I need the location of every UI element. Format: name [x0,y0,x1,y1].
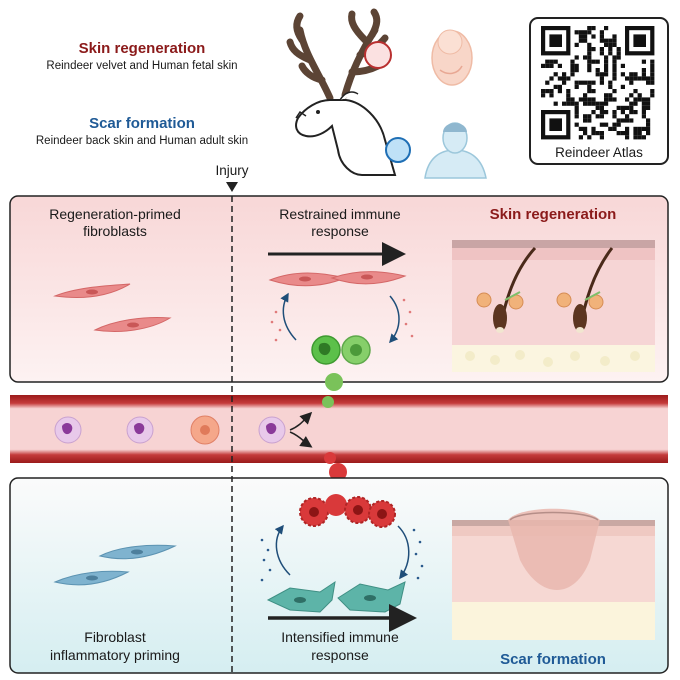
fibroblast-icon [268,271,407,287]
qr-label: Reindeer Atlas [555,145,643,160]
cycle-arrow-right [397,525,410,580]
regen-title: Skin regeneration [79,40,206,57]
fibroblast-icon [53,283,172,332]
scar-title: Scar formation [89,115,195,132]
header: Skin regeneration Reindeer velvet and Hu… [36,40,248,147]
hair-follicle-icon [556,247,614,333]
reindeer-icon [286,8,411,176]
top-mid-label-2: response [311,223,369,239]
scar-subtitle: Reindeer back skin and Human adult skin [36,135,248,147]
top-left-label-1: Regeneration-primed [49,206,181,222]
cycle-arrow-left [280,292,297,341]
leukocyte-icon [54,415,286,445]
injury-label: Injury [215,163,248,178]
fibroblast-icon [266,580,406,613]
regen-subtitle: Reindeer velvet and Human fetal skin [46,60,237,72]
bottom-outcome-label: Scar formation [500,651,606,668]
top-left-label-2: fibroblasts [83,223,147,239]
top-outcome-label: Skin regeneration [490,206,617,223]
adult-human-icon [424,122,487,179]
cycle-arrow-right [389,295,400,344]
bottom-mid-label-2: response [311,647,369,663]
immune-cell-icon [311,335,371,365]
bottom-left-label-2: inflammatory priming [50,647,180,663]
cycle-arrow-left [274,524,291,576]
bottom-panel: Fibroblast inflammatory priming [9,477,669,674]
regenerated-skin-icon [452,240,655,372]
fibroblast-icon [53,544,177,586]
top-panel: Regeneration-primed fibroblasts Restrain… [9,195,669,383]
fetus-icon [431,29,473,86]
hair-follicle-icon [476,246,537,333]
qr-code-icon: Reindeer Atlas [529,17,669,165]
scar-tissue-icon [452,508,655,640]
injury-arrowhead [226,182,238,192]
bottom-left-label-1: Fibroblast [84,629,146,645]
bottom-mid-label-1: Intensified immune [281,629,399,645]
blood-vessel-icon [10,373,668,481]
top-mid-label-1: Restrained immune [279,206,401,222]
immune-cell-icon [299,494,396,528]
